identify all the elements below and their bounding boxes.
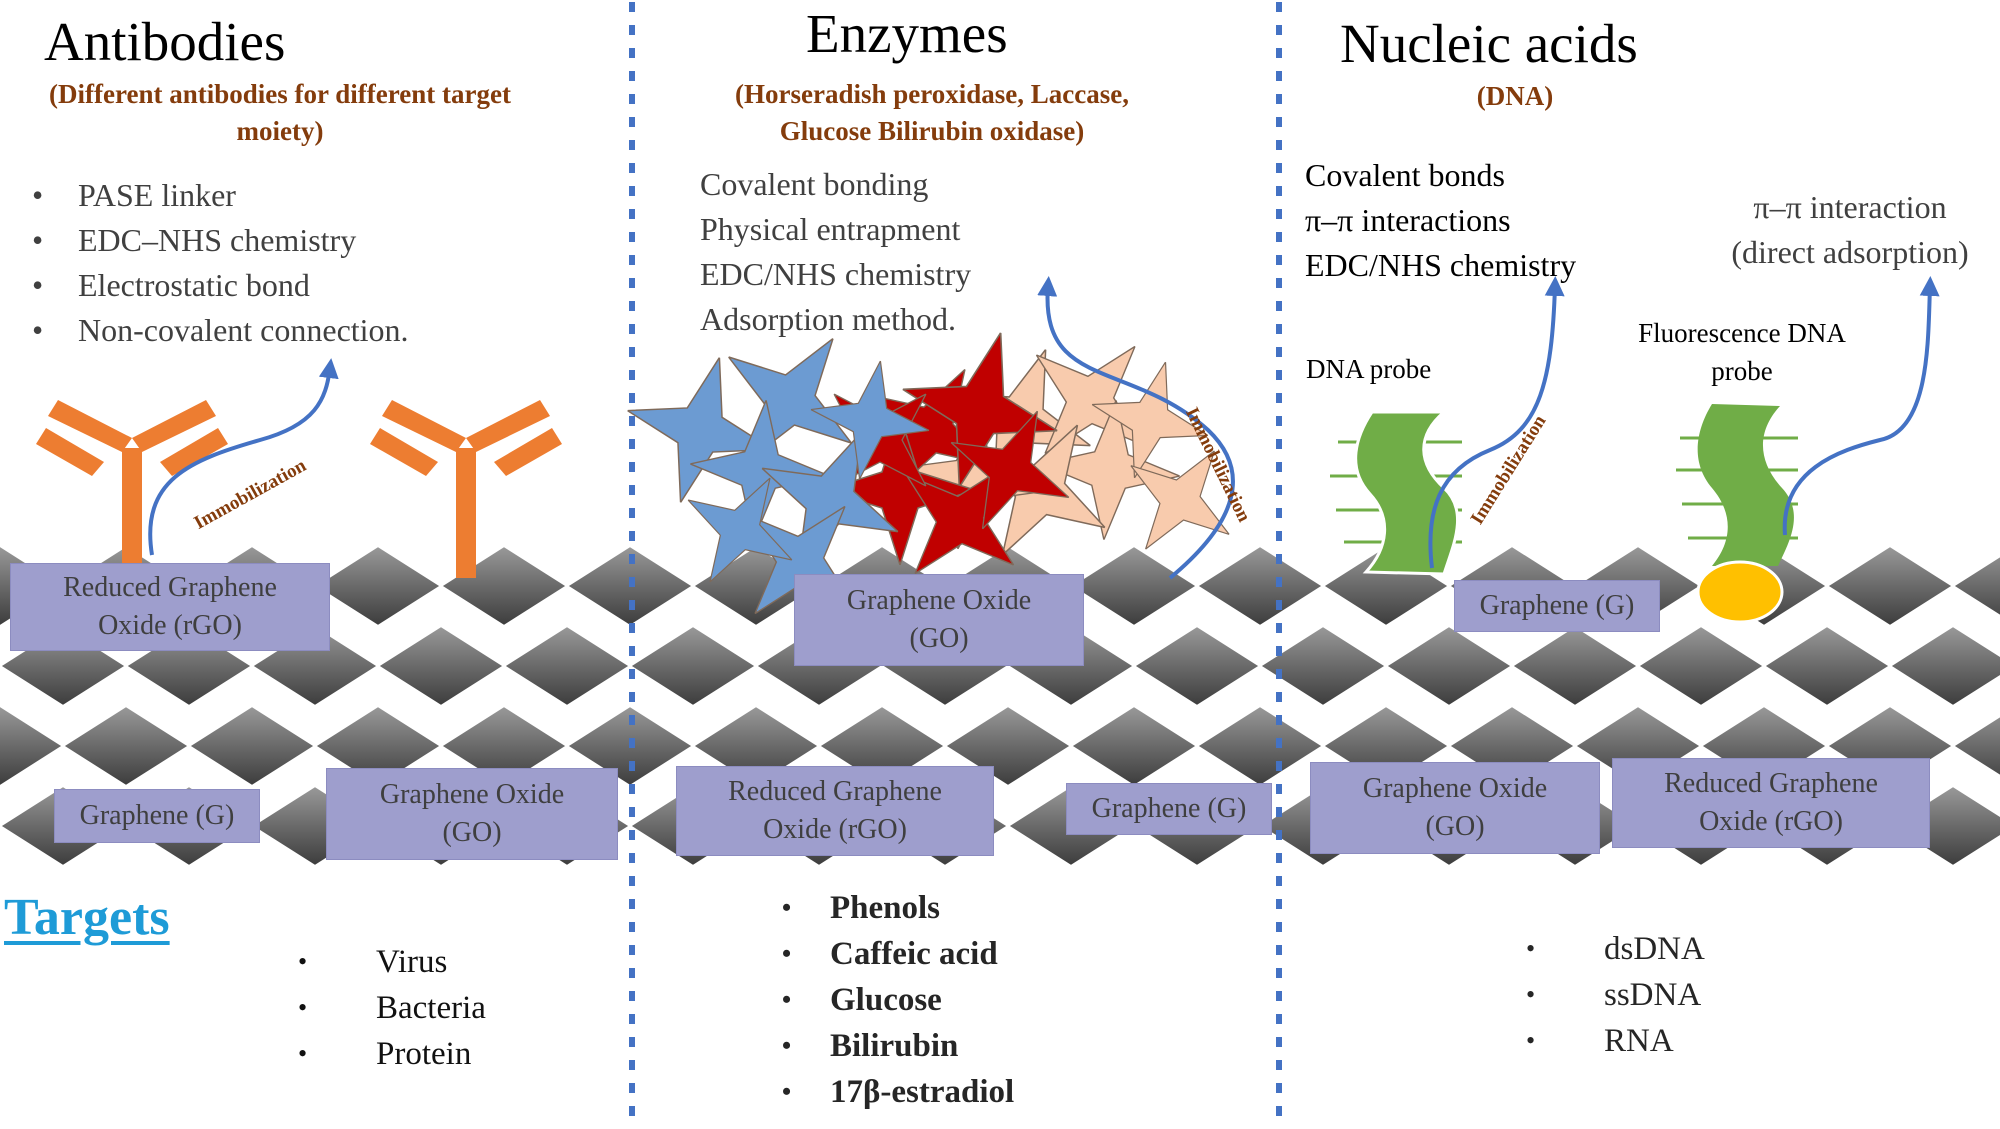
- method-item: EDC/NHS chemistry: [1305, 247, 1577, 283]
- antibody-icon: [36, 400, 228, 576]
- target-item: Bacteria: [298, 985, 486, 1031]
- lattice-cell: [1069, 544, 1199, 628]
- target-item: 17β-estradiol: [782, 1069, 1014, 1115]
- lattice-cell: [1762, 624, 1892, 708]
- lattice-cell: [187, 704, 317, 788]
- go-box: Graphene Oxide(GO): [1310, 762, 1600, 854]
- enzymes-methods-list: Covalent bonding Physical entrapment EDC…: [700, 162, 971, 342]
- targets-heading: Targets: [4, 889, 170, 946]
- method-item: Covalent bonding: [700, 166, 929, 202]
- lattice-cell: [313, 544, 443, 628]
- target-item: Glucose: [782, 977, 1014, 1023]
- interaction-arrow: [1782, 276, 1940, 536]
- immobilization-arrow: [1037, 276, 1235, 580]
- go-box: Graphene Oxide(GO): [326, 768, 618, 860]
- lattice-cell: [61, 704, 191, 788]
- target-item: Protein: [298, 1031, 486, 1077]
- graphene-box: Graphene (G): [54, 789, 260, 843]
- lattice-cell: [0, 704, 65, 788]
- nucleic-targets-list: dsDNA ssDNA RNA: [1526, 926, 1705, 1064]
- lattice-cell: [1069, 704, 1199, 788]
- lattice-cell: [502, 624, 632, 708]
- lattice-cell: [376, 624, 506, 708]
- nucleic-methods-list: Covalent bonds π–π interactions EDC/NHS …: [1305, 153, 1576, 288]
- go-box: Graphene Oxide(GO): [794, 574, 1084, 666]
- lattice-cell: [1195, 544, 1325, 628]
- fluorescence-dna-probe-label: Fluorescence DNA probe: [1638, 318, 1846, 386]
- lattice-cell: [1951, 714, 2000, 778]
- lattice-cell: [1132, 624, 1262, 708]
- lattice-cell: [628, 624, 758, 708]
- graphene-box: Graphene (G): [1454, 580, 1660, 632]
- antibody-targets-list: Virus Bacteria Protein: [298, 939, 486, 1077]
- method-item: Covalent bonds: [1305, 157, 1505, 193]
- lattice-cell: [1384, 624, 1514, 708]
- antibodies-title: Antibodies: [44, 11, 286, 72]
- enzyme-targets-list: Phenols Caffeic acid Glucose Bilirubin 1…: [782, 885, 1014, 1115]
- target-item: Phenols: [782, 885, 1014, 931]
- enzymes-subtitle: (Horseradish peroxidase, Laccase, Glucos…: [735, 79, 1129, 146]
- antibodies-methods-list: PASE linker EDC–NHS chemistry Electrosta…: [32, 173, 409, 353]
- method-item: π–π interactions: [1305, 202, 1511, 238]
- direct-adsorption-label: π–π interaction (direct adsorption): [1731, 189, 1969, 270]
- method-item: EDC/NHS chemistry: [700, 256, 972, 292]
- method-item: Electrostatic bond: [32, 263, 409, 308]
- fluorescence-dna-probe-icon: [1676, 404, 1798, 624]
- antibodies-subtitle: (Different antibodies for different targ…: [49, 79, 511, 146]
- lattice-cell: [1510, 624, 1640, 708]
- nucleic-acids-title: Nucleic acids: [1340, 13, 1638, 74]
- method-item: PASE linker: [32, 173, 409, 218]
- lattice-cell: [1636, 624, 1766, 708]
- immobilization-arrow: [148, 358, 339, 556]
- enzymes-title: Enzymes: [806, 3, 1008, 64]
- method-item: Adsorption method.: [700, 301, 956, 337]
- antibody-icon: [370, 400, 562, 578]
- target-item: Virus: [298, 939, 486, 985]
- target-item: ssDNA: [1526, 972, 1705, 1018]
- target-item: dsDNA: [1526, 926, 1705, 972]
- lattice-cell: [1951, 554, 2000, 618]
- method-item: Non-covalent connection.: [32, 308, 409, 353]
- immobilization-arrow: [1428, 276, 1565, 569]
- lattice-cell: [1195, 704, 1325, 788]
- lattice-cell: [1825, 544, 1955, 628]
- method-item: Physical entrapment: [700, 211, 961, 247]
- graphene-box: Graphene (G): [1066, 783, 1272, 835]
- target-item: RNA: [1526, 1018, 1705, 1064]
- dna-probe-label: DNA probe: [1306, 354, 1432, 384]
- nucleic-acids-subtitle: (DNA): [1476, 81, 1554, 111]
- target-item: Bilirubin: [782, 1023, 1014, 1069]
- target-item: Caffeic acid: [782, 931, 1014, 977]
- method-item: EDC–NHS chemistry: [32, 218, 409, 263]
- lattice-cell: [1888, 624, 2000, 708]
